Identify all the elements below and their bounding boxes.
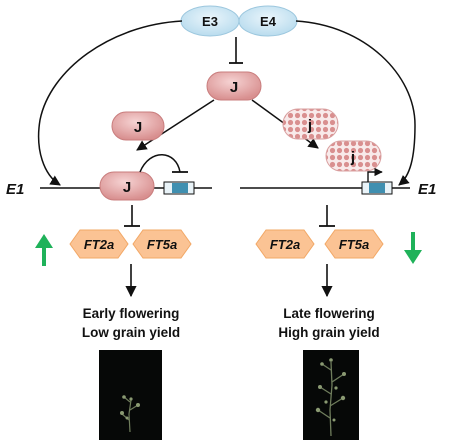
right-outcome-line2: High grain yield [278,325,379,340]
e3-label: E3 [202,14,218,29]
left-ft2a-label: FT2a [84,237,114,252]
right-e1-label: E1 [418,181,436,198]
right-e1-inhibits-ft [319,205,335,227]
arrow-down-icon [404,232,422,264]
j-mutant-bottom: j [325,140,382,172]
j-bound-label: J [123,179,131,196]
late-flowering-plant-photo [303,350,359,440]
e-inhibits-j-bar [229,37,243,64]
right-ft5a-hexagon: FT5a [324,229,384,259]
left-promoter-box [163,181,195,195]
j-protein-left: J [111,111,165,141]
right-ft2a-label: FT2a [270,237,300,252]
e-to-right-e1-arrow [295,20,416,186]
j-top-label: J [230,79,238,96]
right-ft5a-label: FT5a [339,237,369,252]
left-outcome-line1: Early flowering [83,306,180,321]
left-ft2a-hexagon: FT2a [69,229,129,259]
j-protein-top: J [206,71,262,101]
j-protein-bound: J [99,171,155,201]
left-e1-label: E1 [6,181,24,198]
e3-node: E3 [180,5,240,37]
left-outcome-line2: Low grain yield [82,325,180,340]
e4-node: E4 [238,5,298,37]
left-ft5a-hexagon: FT5a [132,229,192,259]
j-left-label: J [134,119,142,136]
j-mutant-label-1: j [307,117,312,134]
right-promoter-box [361,181,393,195]
early-flowering-plant-photo [99,350,162,440]
j-to-left-arrow [136,99,215,151]
j-binding-repression [139,154,181,173]
right-outcome-line1: Late flowering [283,306,375,321]
e4-label: E4 [260,14,277,29]
left-e1-inhibits-ft [124,205,140,227]
transcription-start-arrow [367,167,383,182]
j-mutant-label-2: j [350,149,355,166]
right-ft2a-hexagon: FT2a [255,229,315,259]
j-mutant-top: j [282,108,339,140]
e-to-left-e1-arrow [37,20,183,186]
arrow-up-icon [35,234,53,266]
left-ft5a-label: FT5a [147,237,177,252]
